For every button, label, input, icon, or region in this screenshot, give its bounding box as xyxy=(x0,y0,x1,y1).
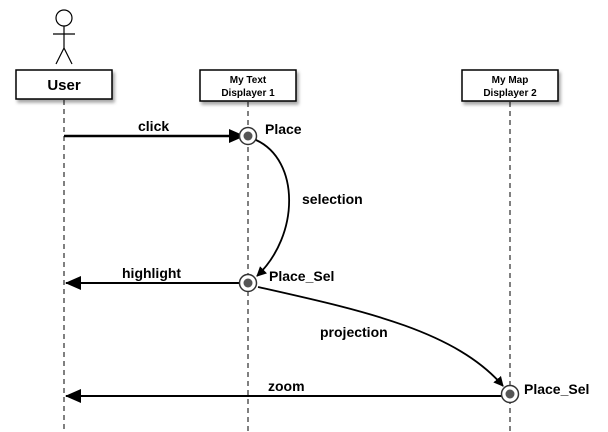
message-zoom: zoom xyxy=(65,378,502,403)
transition-selection-curve xyxy=(255,139,291,277)
lifeline-user-box xyxy=(15,69,113,100)
lifeline-text-displayer-label-line1: My Text xyxy=(230,75,267,86)
lifeline-map-displayer: My Map Displayer 2 xyxy=(461,69,559,432)
state-place-label: Place xyxy=(265,121,302,137)
lifeline-text-displayer-box xyxy=(199,69,297,102)
lifeline-map-displayer-label-line1: My Map xyxy=(492,75,529,86)
message-zoom-label: zoom xyxy=(268,378,305,394)
lifeline-text-displayer-label-line2: Displayer 1 xyxy=(221,88,275,99)
transition-projection: projection xyxy=(257,286,504,387)
state-place-marker-inner-icon xyxy=(243,131,253,141)
message-click-label: click xyxy=(138,118,169,134)
state-place-sel-map-label: Place_Sel xyxy=(524,381,589,397)
state-place: Place xyxy=(238,121,302,146)
lifeline-user: User xyxy=(15,69,113,432)
lifeline-user-label: User xyxy=(47,77,81,94)
message-highlight-label: highlight xyxy=(122,265,181,281)
lifeline-text-displayer: My Text Displayer 1 xyxy=(199,69,297,432)
state-place-sel-map-marker-inner-icon xyxy=(505,389,515,399)
state-place-sel-text: Place_Sel xyxy=(238,268,334,293)
transition-projection-label: projection xyxy=(320,324,388,340)
user-actor-icon xyxy=(53,9,75,65)
state-place-sel-text-marker-inner-icon xyxy=(243,278,253,288)
transition-selection-label: selection xyxy=(302,191,363,207)
lifeline-map-displayer-box xyxy=(461,69,559,102)
message-highlight: highlight xyxy=(65,265,240,290)
transition-selection: selection xyxy=(255,139,363,277)
message-click: click xyxy=(64,118,245,143)
state-place-sel-map: Place_Sel xyxy=(500,381,589,404)
state-place-sel-text-label: Place_Sel xyxy=(269,268,334,284)
transition-projection-curve xyxy=(257,286,504,387)
lifeline-map-displayer-label-line2: Displayer 2 xyxy=(483,88,537,99)
